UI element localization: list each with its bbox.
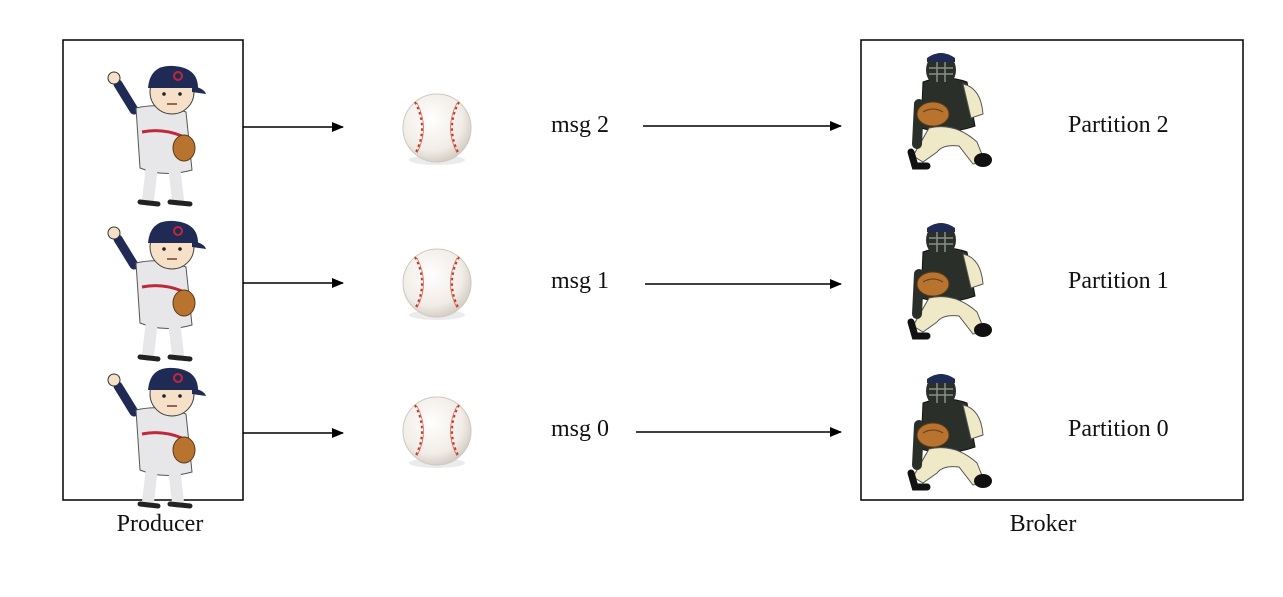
- message-label: msg 2: [551, 112, 609, 138]
- baseball-icon: [402, 93, 472, 166]
- partition-label: Partition 0: [1068, 416, 1169, 442]
- row-partition-1: msg 1 Partition 1: [108, 221, 1169, 359]
- broker-label: Broker: [1010, 511, 1077, 537]
- row-partition-2: msg 2 Partition 2: [108, 53, 1169, 204]
- row-partition-0: msg 0 Partition 0: [108, 368, 1169, 506]
- baseball-icon: [402, 248, 472, 321]
- partition-label: Partition 2: [1068, 112, 1169, 138]
- message-label: msg 1: [551, 268, 609, 294]
- producer-label: Producer: [117, 511, 204, 537]
- message-label: msg 0: [551, 416, 609, 442]
- baseball-icon: [402, 396, 472, 469]
- partition-label: Partition 1: [1068, 268, 1169, 294]
